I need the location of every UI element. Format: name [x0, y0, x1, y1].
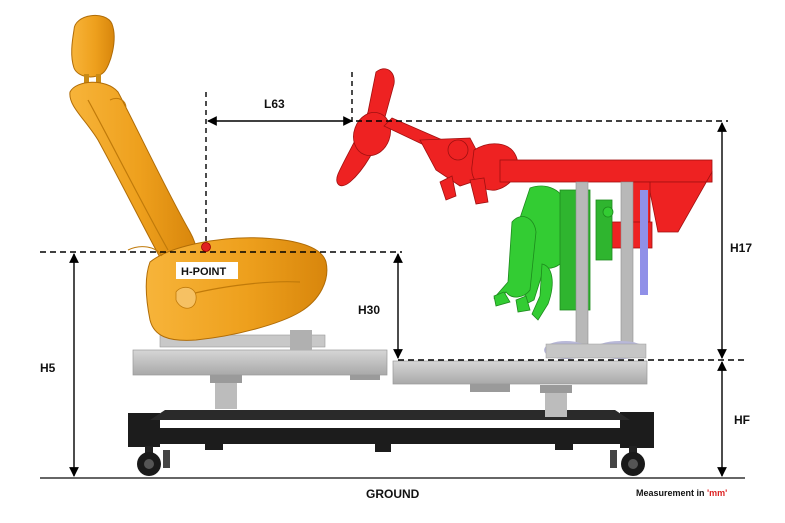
h5-label: H5 [40, 361, 56, 375]
car-seat [69, 15, 328, 350]
h-point-label: H-POINT [181, 266, 227, 278]
adjust-rod [640, 190, 648, 295]
platform-supports [210, 372, 572, 417]
caster-left [137, 446, 170, 476]
trolley-frame [128, 410, 654, 452]
h30-label: H30 [358, 303, 380, 317]
pedal-posts [544, 181, 647, 359]
h-point-label-bg [176, 262, 238, 279]
l63-label: L63 [264, 97, 285, 111]
measurement-note-prefix: Measurement in [636, 488, 707, 498]
ground-label: GROUND [366, 487, 420, 501]
dimension-lines [40, 72, 744, 477]
steering-assembly [336, 68, 713, 249]
h17-label: H17 [730, 241, 752, 255]
pedal-platform [392, 360, 648, 385]
hf-label: HF [734, 413, 750, 427]
measurement-unit: 'mm' [707, 488, 727, 498]
caster-right [610, 446, 645, 476]
measurement-note: Measurement in 'mm' [636, 488, 727, 498]
pedal-box [493, 185, 614, 321]
h-point-marker [201, 242, 211, 252]
seat-platform [132, 349, 388, 376]
